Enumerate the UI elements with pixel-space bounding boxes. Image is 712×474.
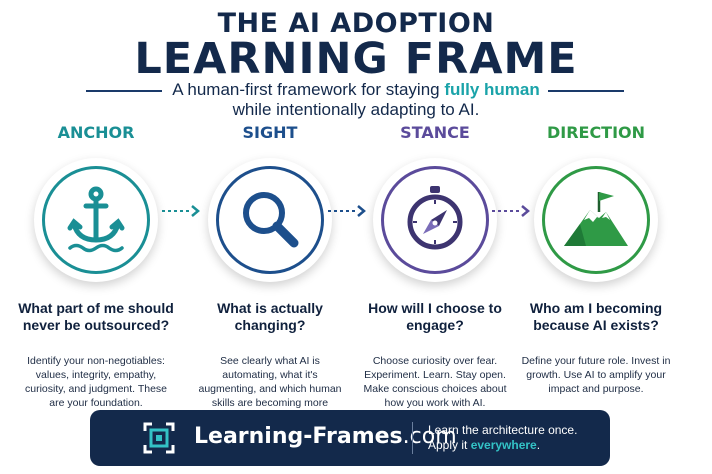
subtitle-rule-left [86,90,162,92]
footer-tagline: Learn the architecture once. Apply it ev… [428,423,577,453]
column-question: Who am I becoming because AI exists? [529,300,663,333]
column-question: What part of me should never be outsourc… [18,300,174,333]
magnifier-icon [243,192,299,248]
footer-banner: Learning-Frames.com Learn the architectu… [90,410,610,466]
arrow-right-icon [328,205,366,217]
tagline-line2: Apply it everywhere. [428,438,541,452]
mountain-flag-icon [564,192,628,246]
column-anchor: ANCHOR What part of me should never be o… [16,120,176,410]
icon-circle [373,158,497,282]
icon-circle [534,158,658,282]
subtitle-line2: while intentionally adapting to AI. [232,100,480,119]
column-label: DIRECTION [546,123,646,142]
arrow-right-icon [492,205,530,217]
compass-icon [407,186,463,250]
column-label: STANCE [400,123,470,142]
arrow-right-icon [162,205,200,217]
column-description: See clearly what AI is automating, what … [198,355,342,423]
tagline-highlight: everywhere [470,438,537,452]
anchor-icon [67,186,125,253]
column-label: ANCHOR [57,123,135,142]
brand-name: Learning-Frames [194,424,403,449]
icon-circle [208,158,332,282]
page-title: LEARNING FRAME [134,34,578,84]
column-description: Define your future role. Invest in growt… [521,355,671,395]
column-description: Choose curiosity over fear. Experiment. … [363,355,507,409]
subtitle-rule-right [548,90,624,92]
column-label: SIGHT [242,123,298,142]
brand-domain: .com [402,424,457,449]
footer-brand: Learning-Frames.com [194,424,457,449]
column-question: What is actually changing? [217,300,323,333]
page-title-top: THE AI ADOPTION [217,8,495,39]
subtitle-text: A human-first framework for staying [172,80,445,99]
footer-divider [412,422,413,454]
icon-circle [34,158,158,282]
column-sight: SIGHT What is actually changing? See cle… [190,120,350,424]
column-question: How will I choose to engage? [368,300,502,333]
column-direction: DIRECTION Who am I becoming because AI e… [516,120,676,396]
subtitle-highlight: fully human [444,80,540,99]
column-description: Identify your non-negotiables: values, i… [24,355,168,409]
tagline-line1: Learn the architecture once. [428,423,578,437]
learning-frames-logo-icon [143,422,175,454]
column-stance: STANCE How will I choose to engage? Choo… [355,120,515,410]
subtitle: A human-first framework for staying full… [0,80,712,120]
